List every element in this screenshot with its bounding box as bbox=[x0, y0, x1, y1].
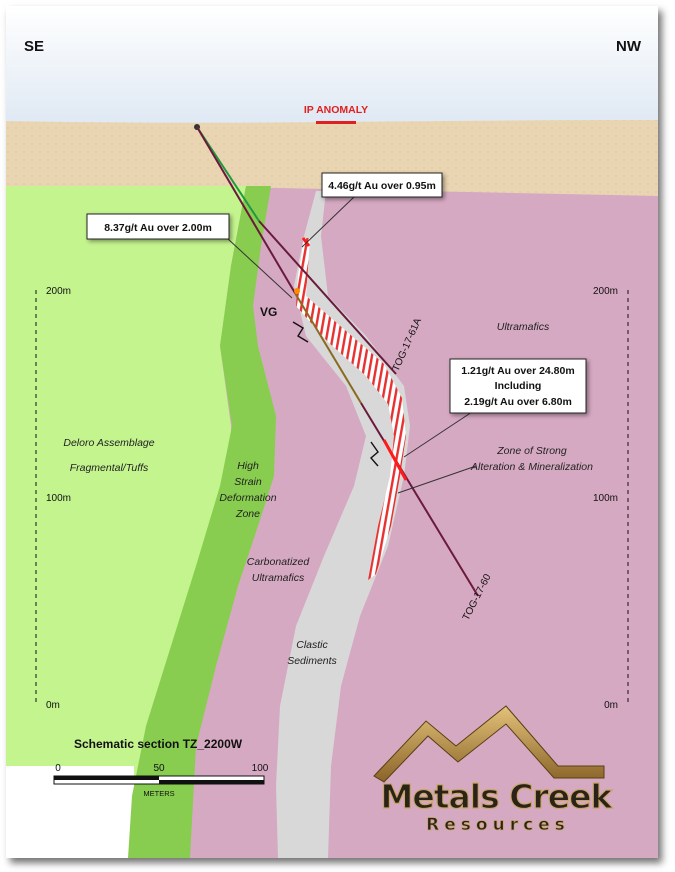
high-strain-zone-unit bbox=[128, 186, 276, 858]
overburden bbox=[6, 120, 658, 201]
vg-label: VG bbox=[260, 305, 277, 319]
shear-sense-icon bbox=[292, 321, 309, 343]
clastic-label-1: Clastic bbox=[296, 639, 328, 651]
callout-3-line2: Including bbox=[495, 380, 542, 392]
elevation-0-right: 0m bbox=[604, 700, 618, 711]
scale-50: 50 bbox=[153, 763, 165, 774]
intercept-61a-upper bbox=[301, 237, 311, 247]
strain-label-4: Zone bbox=[235, 508, 260, 520]
shear-sense-icon-2 bbox=[370, 441, 379, 467]
clastic-label-2: Sediments bbox=[287, 655, 337, 667]
cross-section-diagram: IP ANOMALY SE NW 200m 100m 0m 200m 100m … bbox=[6, 6, 658, 858]
direction-right: NW bbox=[616, 38, 642, 55]
section-figure: IP ANOMALY SE NW 200m 100m 0m 200m 100m … bbox=[6, 6, 658, 858]
sky bbox=[6, 6, 658, 138]
leader-c3 bbox=[403, 411, 473, 458]
logo-sub-text: Resources bbox=[426, 815, 570, 835]
hole-60 bbox=[360, 402, 479, 597]
deloro-label-1: Deloro Assemblage bbox=[63, 437, 154, 449]
vg-marker bbox=[294, 288, 300, 294]
callout-1-text: 4.46g/t Au over 0.95m bbox=[328, 180, 436, 192]
callout-1: 4.46g/t Au over 0.95m bbox=[321, 172, 443, 198]
logo-main-text: Metals Creek bbox=[381, 777, 614, 816]
direction-left: SE bbox=[24, 38, 44, 55]
scale-bar: Schematic section TZ_2200W 0 50 100 METE… bbox=[53, 737, 269, 798]
elevation-200-left: 200m bbox=[46, 286, 71, 297]
company-logo: Metals Creek Resources bbox=[373, 705, 615, 835]
hole-61a bbox=[258, 220, 397, 375]
leader-c1 bbox=[301, 196, 355, 248]
strain-label-1: High bbox=[237, 460, 259, 472]
elevation-0-left: 0m bbox=[46, 700, 60, 711]
ip-anomaly-label: IP ANOMALY bbox=[304, 104, 368, 116]
hole-60-mid bbox=[294, 292, 362, 404]
scale-unit: METERS bbox=[143, 789, 174, 798]
ip-anomaly-marker bbox=[316, 121, 356, 124]
elevation-scale-right: 200m 100m 0m bbox=[593, 286, 629, 711]
callout-2-text: 8.37g/t Au over 2.00m bbox=[104, 222, 212, 234]
carbonatized-label-2: Ultramafics bbox=[252, 572, 305, 584]
elevation-100-right: 100m bbox=[593, 493, 618, 504]
callout-3-line1: 1.21g/t Au over 24.80m bbox=[461, 365, 574, 377]
elevation-scale-left: 200m 100m 0m bbox=[35, 286, 71, 711]
deloro-label-2: Fragmental/Tuffs bbox=[70, 462, 149, 474]
leader-zone bbox=[397, 465, 477, 494]
strain-label-3: Deformation bbox=[219, 492, 276, 504]
callout-2: 8.37g/t Au over 2.00m bbox=[86, 213, 230, 240]
alteration-zone bbox=[296, 238, 406, 580]
alteration-label-2: Alteration & Mineralization bbox=[470, 461, 593, 473]
section-title: Schematic section TZ_2200W bbox=[74, 737, 243, 751]
elevation-100-left: 100m bbox=[46, 493, 71, 504]
hole-60-upper bbox=[196, 126, 296, 294]
strain-label-2: Strain bbox=[234, 476, 262, 488]
leader-c2 bbox=[227, 238, 293, 299]
hole-60-intercept bbox=[382, 439, 408, 481]
callout-3: 1.21g/t Au over 24.80m Including 2.19g/t… bbox=[449, 358, 587, 414]
scale-100: 100 bbox=[252, 763, 269, 774]
carbonatized-label-1: Carbonatized bbox=[247, 556, 311, 568]
scale-0: 0 bbox=[55, 763, 61, 774]
alteration-label-1: Zone of Strong bbox=[496, 445, 567, 457]
elevation-200-right: 200m bbox=[593, 286, 618, 297]
callout-3-line3: 2.19g/t Au over 6.80m bbox=[464, 396, 572, 408]
ultramafics-label: Ultramafics bbox=[497, 321, 550, 333]
mountain-logo-icon bbox=[373, 705, 605, 783]
